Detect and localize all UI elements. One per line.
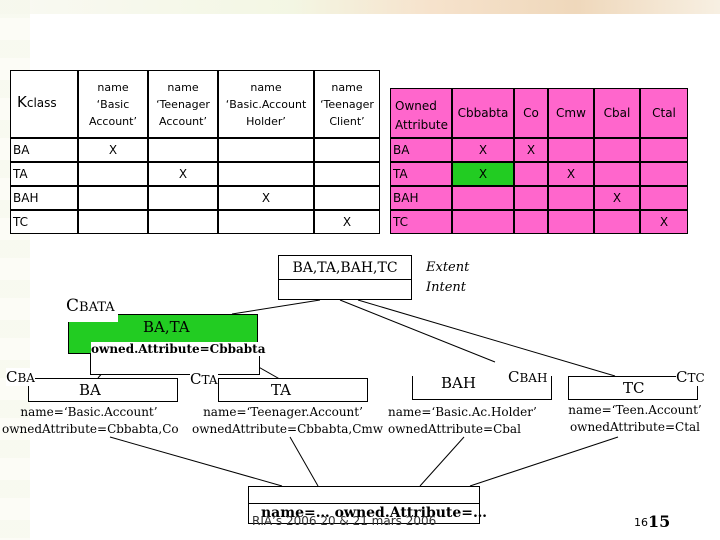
mark-bah-cbbabta <box>452 186 514 210</box>
mark-ta-cbal <box>594 162 640 186</box>
row-label-ta: TA <box>390 162 452 186</box>
edge-cta-bottom <box>289 436 319 487</box>
node-cbata-intent: owned.Attribute=Cbbabta <box>91 342 266 356</box>
edge-top-cbata <box>231 299 321 315</box>
row-label-ba: BA <box>390 138 452 162</box>
cell-empty <box>148 138 218 162</box>
page-number: 15 <box>648 512 671 531</box>
node-bottom: name=… owned.Attribute=… <box>248 486 487 524</box>
node-cbata-extent: BA,TA <box>143 318 190 336</box>
row-label-tc: TC <box>390 210 452 234</box>
mark-tc-ctal: X <box>640 210 688 234</box>
mark-ba-basic: X <box>78 138 148 162</box>
node-cta-extent: TA <box>271 381 292 399</box>
edge-ctc-bottom <box>469 436 619 487</box>
cell-empty <box>148 210 218 234</box>
row-label-ba: BA <box>10 138 78 162</box>
mark-ba-cmw <box>548 138 594 162</box>
edge-top-ctc <box>357 299 616 377</box>
mark-ta-cbbabta: X <box>452 162 514 186</box>
node-ctc-name: CTC <box>676 368 705 386</box>
header-cbal: Cbal <box>594 88 640 138</box>
mark-bah-co <box>514 186 548 210</box>
mark-bah-ctal <box>640 186 688 210</box>
cell-empty <box>314 186 380 210</box>
mark-tc-cbbabta <box>452 210 514 234</box>
footer-text: RIA’s 2006 20 & 21 mars 2006 <box>252 514 437 528</box>
cell-empty <box>314 138 380 162</box>
node-top-extent: BA,TA,BAH,TC <box>279 256 411 280</box>
node-bottom-intent: name=… owned.Attribute=… <box>261 505 488 521</box>
header-co: Co <box>514 88 548 138</box>
mark-bah-cmw <box>548 186 594 210</box>
page-number-small: 16 <box>634 516 648 529</box>
extent-intent-caption: Extent Intent <box>426 260 470 295</box>
mark-ta-teenager: X <box>148 162 218 186</box>
cell-empty <box>78 162 148 186</box>
node-cba-extent-box: BA <box>28 378 178 402</box>
mark-bah-holder: X <box>218 186 314 210</box>
node-cbah-name: CBAH <box>508 368 548 386</box>
node-cta-name: CTA <box>190 370 218 388</box>
mark-ba-co: X <box>514 138 548 162</box>
node-top: BA,TA,BAH,TC <box>278 255 412 300</box>
row-label-bah: BAH <box>390 186 452 210</box>
mark-tc-cmw <box>548 210 594 234</box>
edge-top-cbah <box>339 299 496 363</box>
cell-empty <box>148 186 218 210</box>
header-cmw: Cmw <box>548 88 594 138</box>
mark-ba-cbbabta: X <box>452 138 514 162</box>
row-label-tc: TC <box>10 210 78 234</box>
cell-empty <box>218 162 314 186</box>
row-label-ta: TA <box>10 162 78 186</box>
cell-empty <box>218 138 314 162</box>
row-label-bah: BAH <box>10 186 78 210</box>
node-cbah-intent: name=‘Basic.Ac.Holder’ownedAttribute=Cba… <box>388 405 537 436</box>
header-cbbabta: Cbbabta <box>452 88 514 138</box>
node-cbah-extent: BAH <box>441 374 476 392</box>
mark-ta-co <box>514 162 548 186</box>
decorative-top-band <box>0 0 720 14</box>
mark-ba-cbal <box>594 138 640 162</box>
mark-bah-cbal: X <box>594 186 640 210</box>
node-cba-extent: BA <box>79 381 101 399</box>
cell-empty <box>78 210 148 234</box>
node-cta-intent: name=‘Teenager.Account’ownedAttribute=Cb… <box>192 405 384 436</box>
cell-empty <box>78 186 148 210</box>
node-cba-name: CBA <box>6 368 35 386</box>
mark-ta-cmw: X <box>548 162 594 186</box>
corner-label: Kclass <box>17 93 57 111</box>
node-ctc-extent-box: TC <box>568 376 698 400</box>
mark-tc-co <box>514 210 548 234</box>
header-ctal: Ctal <box>640 88 688 138</box>
mark-tc-client: X <box>314 210 380 234</box>
mark-tc-cbal <box>594 210 640 234</box>
node-cba-intent: name=‘Basic.Account’ownedAttribute=Cbbab… <box>2 405 179 436</box>
mark-ta-ctal <box>640 162 688 186</box>
node-cta-extent-box: TA <box>218 378 368 402</box>
edge-cba-bottom <box>109 436 283 487</box>
corner-cell: Kclass <box>10 70 78 138</box>
node-cbah-extent-box: BAH <box>412 374 552 400</box>
node-cbata-name: CBATA <box>66 296 118 322</box>
cell-empty <box>218 210 314 234</box>
node-ctc-intent: name=‘Teen.Account’ownedAttribute=Ctal <box>568 403 702 434</box>
mark-ba-ctal <box>640 138 688 162</box>
node-ctc-extent: TC <box>623 379 645 397</box>
edge-cbah-bottom <box>419 436 465 487</box>
cell-empty <box>314 162 380 186</box>
